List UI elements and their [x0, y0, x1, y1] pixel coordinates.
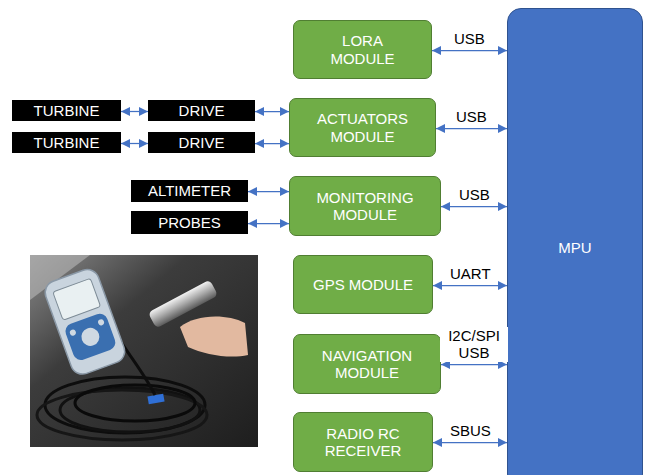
handheld-meter — [42, 266, 128, 377]
device-box: DRIVE — [148, 132, 255, 153]
node-text: TURBINE — [34, 102, 100, 119]
photo-ground — [30, 255, 258, 447]
node-text: TURBINE — [34, 134, 100, 151]
connector — [248, 223, 289, 224]
device-box: DRIVE — [148, 100, 255, 121]
connector — [432, 50, 507, 51]
module-box: GPS MODULE — [293, 255, 433, 314]
cable-coil — [75, 385, 195, 421]
probe — [148, 280, 218, 329]
edge-label: USB — [457, 186, 492, 203]
node-text: MONITORING MODULE — [307, 189, 423, 224]
node-text: PROBES — [158, 214, 221, 231]
node-text: ACTUATORS MODULE — [307, 110, 419, 145]
device-box: TURBINE — [12, 100, 121, 121]
edge-label: USB — [454, 108, 489, 125]
module-box: RADIO RC RECEIVER — [293, 412, 433, 472]
edge-label: UART — [448, 265, 493, 282]
node-text: LORA MODULE — [318, 32, 408, 67]
node-text: DRIVE — [179, 102, 225, 119]
module-box: ACTUATORS MODULE — [289, 98, 436, 157]
photo-illustration — [30, 255, 258, 447]
meter-button — [79, 325, 102, 348]
node-text: ALTIMETER — [148, 182, 231, 199]
edge-label: SBUS — [448, 422, 493, 439]
edge-label: I2C/SPI USB — [440, 327, 508, 362]
device-box: PROBES — [131, 211, 248, 234]
processor-box: MPU — [507, 8, 643, 475]
connector — [255, 143, 289, 144]
connector — [441, 364, 507, 365]
meter-screen — [53, 278, 101, 320]
meter-body — [42, 266, 128, 377]
node-text: NAVIGATION MODULE — [309, 347, 425, 382]
edge-label: USB — [452, 30, 487, 47]
module-box: LORA MODULE — [293, 20, 432, 79]
connector — [441, 206, 507, 207]
cable-coil — [45, 377, 205, 433]
meter-keypad — [63, 311, 117, 362]
module-box: NAVIGATION MODULE — [293, 334, 441, 394]
node-text: DRIVE — [179, 134, 225, 151]
hand — [180, 317, 248, 357]
connector — [433, 442, 507, 443]
node-text: MPU — [558, 239, 591, 256]
connector — [121, 143, 148, 144]
device-box: ALTIMETER — [131, 180, 248, 202]
device-box: TURBINE — [12, 132, 121, 153]
node-text: RADIO RC RECEIVER — [313, 425, 413, 460]
node-text: GPS MODULE — [313, 276, 413, 293]
meter-button — [69, 329, 77, 337]
connector — [121, 111, 148, 112]
meter-button — [97, 319, 105, 327]
connector — [248, 191, 289, 192]
cable-connector — [147, 394, 164, 405]
connector — [436, 128, 507, 129]
connector — [255, 111, 289, 112]
connector — [433, 285, 507, 286]
module-box: MONITORING MODULE — [289, 176, 441, 236]
